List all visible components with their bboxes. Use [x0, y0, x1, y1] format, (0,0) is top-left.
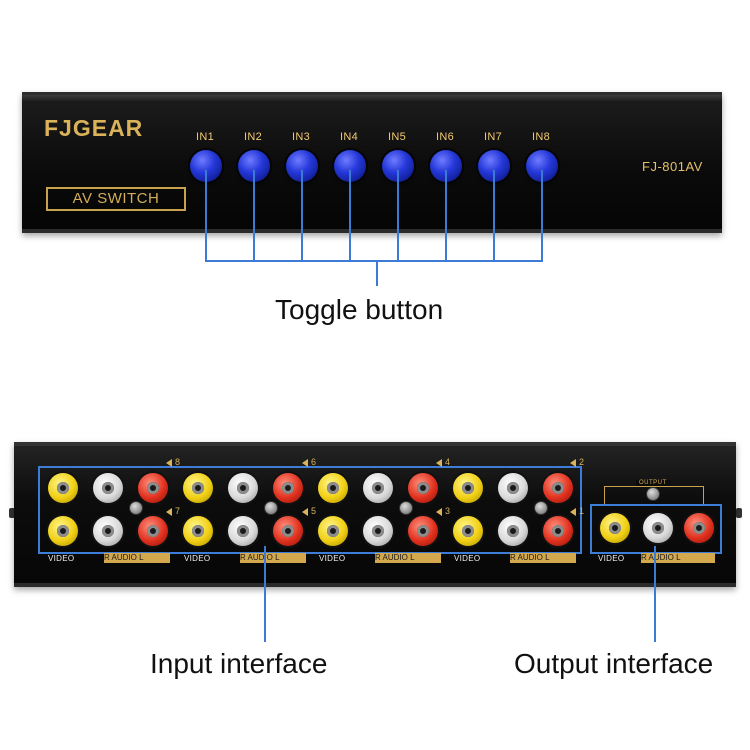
audio-label: R AUDIO L: [104, 553, 170, 563]
audio-label: R AUDIO L: [240, 553, 306, 563]
callout-line: [397, 170, 399, 262]
audio-label: R AUDIO L: [510, 553, 576, 563]
rca-audio-left-input[interactable]: [138, 473, 168, 503]
rca-audio-right-input[interactable]: [363, 473, 393, 503]
rca-video-input[interactable]: [318, 473, 348, 503]
output-bracket: [703, 486, 704, 504]
rca-video-output[interactable]: [600, 513, 630, 543]
rca-video-input[interactable]: [453, 516, 483, 546]
callout-line: [654, 546, 656, 642]
screw-icon: [400, 502, 412, 514]
rca-video-input[interactable]: [48, 516, 78, 546]
group-number-4: 4: [445, 457, 451, 467]
group-number-2: 2: [579, 457, 585, 467]
callout-line: [349, 170, 351, 262]
group-number-7: 7: [175, 506, 181, 516]
rca-audio-right-input[interactable]: [498, 473, 528, 503]
callout-line: [376, 260, 378, 286]
brand-logo: FJGEAR: [44, 115, 144, 141]
rca-video-input[interactable]: [318, 516, 348, 546]
av-switch-back-panel: 8 6 4 2 7 5 3 1 VIDEO R AUDIO L VIDEO R …: [14, 442, 736, 587]
av-switch-front-panel: FJGEAR AV SWITCH FJ-801AV IN1 IN2 IN3 IN…: [22, 92, 722, 233]
arrow-icon: [166, 508, 172, 516]
input-label-5: IN5: [387, 131, 407, 143]
arrow-icon: [570, 459, 576, 467]
callout-line: [205, 260, 543, 262]
input-interface-highlight: [38, 466, 582, 554]
group-number-8: 8: [175, 457, 181, 467]
video-label: VIDEO: [48, 554, 75, 563]
arrow-icon: [302, 508, 308, 516]
input-label-7: IN7: [483, 131, 503, 143]
callout-line: [264, 546, 266, 642]
output-title: OUTPUT: [636, 480, 670, 486]
rca-audio-right-input[interactable]: [93, 473, 123, 503]
arrow-icon: [436, 459, 442, 467]
input-label-1: IN1: [195, 131, 215, 143]
rca-audio-right-input[interactable]: [93, 516, 123, 546]
rca-video-input[interactable]: [48, 473, 78, 503]
callout-line: [445, 170, 447, 262]
arrow-icon: [570, 508, 576, 516]
output-bracket: [604, 486, 605, 504]
rca-video-input[interactable]: [183, 516, 213, 546]
callout-line: [253, 170, 255, 262]
callout-line: [301, 170, 303, 262]
screw-icon: [130, 502, 142, 514]
rca-audio-right-input[interactable]: [498, 516, 528, 546]
video-label: VIDEO: [454, 554, 481, 563]
screw-icon: [647, 488, 659, 500]
toggle-button-callout: Toggle button: [275, 294, 444, 325]
output-video-label: VIDEO: [598, 554, 625, 563]
input-label-3: IN3: [291, 131, 311, 143]
rca-audio-left-input[interactable]: [408, 473, 438, 503]
side-screw: [736, 508, 742, 518]
callout-line: [205, 170, 207, 262]
rca-audio-right-input[interactable]: [363, 516, 393, 546]
rca-audio-left-output[interactable]: [684, 513, 714, 543]
input-label-4: IN4: [339, 131, 359, 143]
video-label: VIDEO: [184, 554, 211, 563]
rca-video-input[interactable]: [183, 473, 213, 503]
rca-audio-left-input[interactable]: [543, 473, 573, 503]
rca-video-input[interactable]: [453, 473, 483, 503]
screw-icon: [535, 502, 547, 514]
model-number: FJ-801AV: [642, 159, 703, 174]
rca-audio-left-input[interactable]: [273, 473, 303, 503]
group-number-3: 3: [445, 506, 451, 516]
rca-audio-left-input[interactable]: [138, 516, 168, 546]
output-bracket: [604, 486, 704, 487]
callout-line: [541, 170, 543, 262]
input-interface-callout: Input interface: [150, 648, 328, 679]
video-label: VIDEO: [319, 554, 346, 563]
group-number-1: 1: [579, 506, 585, 516]
rca-audio-left-input[interactable]: [408, 516, 438, 546]
callout-line: [493, 170, 495, 262]
group-number-5: 5: [311, 506, 317, 516]
rca-audio-left-input[interactable]: [543, 516, 573, 546]
rca-audio-right-input[interactable]: [228, 516, 258, 546]
output-audio-label: R AUDIO L: [641, 553, 715, 563]
arrow-icon: [302, 459, 308, 467]
output-interface-callout: Output interface: [514, 648, 714, 679]
audio-label: R AUDIO L: [375, 553, 441, 563]
screw-icon: [265, 502, 277, 514]
input-label-2: IN2: [243, 131, 263, 143]
rca-audio-right-output[interactable]: [643, 513, 673, 543]
arrow-icon: [436, 508, 442, 516]
input-label-6: IN6: [435, 131, 455, 143]
input-label-8: IN8: [531, 131, 551, 143]
rca-audio-left-input[interactable]: [273, 516, 303, 546]
side-screw: [9, 508, 15, 518]
group-number-6: 6: [311, 457, 317, 467]
arrow-icon: [166, 459, 172, 467]
rca-audio-right-input[interactable]: [228, 473, 258, 503]
product-label: AV SWITCH: [46, 187, 186, 211]
